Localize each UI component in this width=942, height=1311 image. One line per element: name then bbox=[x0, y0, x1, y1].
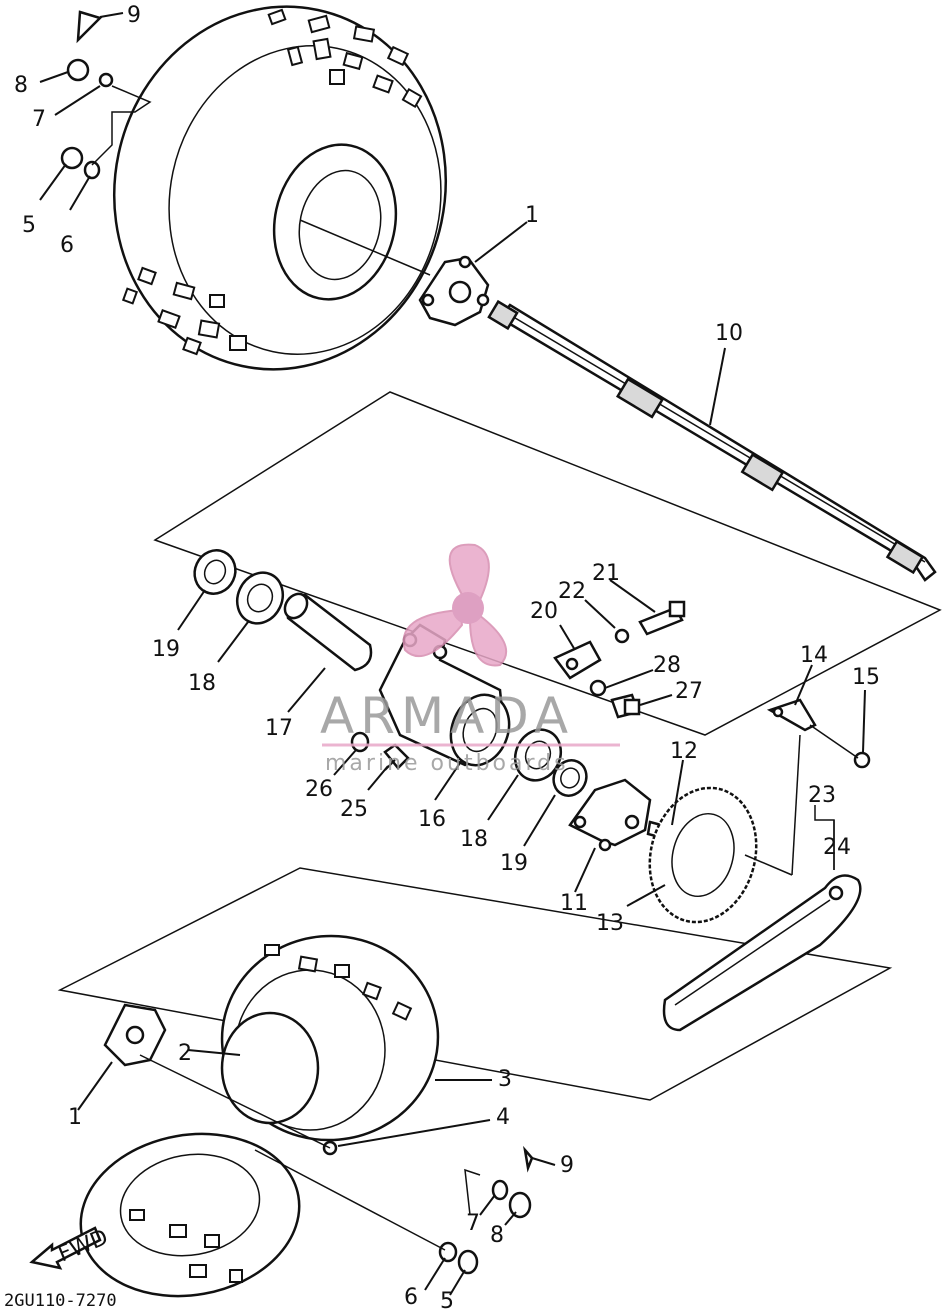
callout-label: 1 bbox=[68, 1105, 82, 1130]
nut-5-lower bbox=[457, 1249, 479, 1275]
washer-6-upper bbox=[83, 160, 101, 180]
washer-7-lower bbox=[491, 1179, 509, 1201]
chain-guide-14 bbox=[766, 698, 817, 732]
callout-label: 5 bbox=[440, 1289, 454, 1311]
callout-label: 22 bbox=[558, 579, 586, 604]
drawing-code: 2GU110-7270 bbox=[4, 1291, 117, 1311]
cotter-pin-9-lower bbox=[523, 1145, 534, 1173]
callout-label: 19 bbox=[152, 637, 180, 662]
sprocket-13 bbox=[648, 786, 758, 924]
chain-23 bbox=[662, 874, 862, 1032]
seal-19-right bbox=[552, 759, 588, 797]
callout-label: 17 bbox=[265, 716, 293, 741]
bolt-21 bbox=[638, 600, 686, 636]
callout-label: 3 bbox=[498, 1067, 512, 1092]
callout-label: 10 bbox=[715, 321, 743, 346]
sprocket-hub-11 bbox=[568, 778, 652, 852]
nut-5-upper bbox=[60, 146, 84, 170]
caliper-bracket-20 bbox=[553, 640, 602, 680]
callout-label: 13 bbox=[596, 911, 624, 936]
nut-15 bbox=[853, 751, 871, 769]
callout-label: 24 bbox=[823, 835, 851, 860]
callout-label: 5 bbox=[22, 213, 36, 238]
callout-label: 2 bbox=[178, 1041, 192, 1066]
callout-label: 25 bbox=[340, 797, 368, 822]
watermark-tagline: marine outboards bbox=[325, 751, 569, 776]
wheel-hub-upper bbox=[418, 255, 490, 327]
callout-label: 11 bbox=[560, 891, 588, 916]
callout-label: 21 bbox=[592, 561, 620, 586]
nut-8-upper bbox=[66, 58, 90, 82]
clip-24 bbox=[828, 885, 844, 901]
tread-pattern-upper bbox=[121, 8, 423, 356]
callout-label: 7 bbox=[32, 107, 46, 132]
callout-label: 9 bbox=[127, 3, 141, 28]
washer-7-upper bbox=[98, 72, 114, 88]
cotter-pin-9-upper bbox=[76, 10, 103, 44]
callout-label: 23 bbox=[808, 783, 836, 808]
callout-label: 7 bbox=[466, 1211, 480, 1236]
callout-label: 1 bbox=[525, 203, 539, 228]
bearing-19-left bbox=[193, 549, 237, 595]
washer-28 bbox=[589, 679, 607, 697]
callout-labels: 9 8 7 5 6 1 10 19 18 17 26 25 16 18 19 2… bbox=[14, 3, 880, 1311]
bolt-27 bbox=[610, 693, 641, 719]
leader-lines bbox=[39, 12, 866, 1296]
propeller-logo bbox=[402, 543, 508, 667]
watermark-brand: ARMADA bbox=[320, 687, 574, 745]
callout-label: 12 bbox=[670, 739, 698, 764]
nut-8-lower bbox=[508, 1191, 532, 1219]
callout-label: 20 bbox=[530, 599, 558, 624]
washer-22 bbox=[614, 628, 630, 644]
rim-2 bbox=[220, 1011, 320, 1125]
callout-label: 6 bbox=[404, 1285, 418, 1310]
callout-label: 8 bbox=[14, 73, 28, 98]
callout-label: 4 bbox=[496, 1105, 510, 1130]
callout-label: 6 bbox=[60, 233, 74, 258]
tread-pattern-lower bbox=[129, 944, 413, 1283]
callout-label: 19 bbox=[500, 851, 528, 876]
rear-wheel-upper bbox=[112, 5, 448, 371]
callout-label: 15 bbox=[852, 665, 880, 690]
rear-axle bbox=[487, 299, 937, 582]
callout-label: 28 bbox=[653, 653, 681, 678]
washer-6-lower bbox=[438, 1241, 458, 1263]
callout-label: 27 bbox=[675, 679, 703, 704]
callout-label: 18 bbox=[188, 671, 216, 696]
callout-label: 16 bbox=[418, 807, 446, 832]
callout-label: 9 bbox=[560, 1153, 574, 1178]
wheel-half-inner bbox=[79, 1132, 301, 1298]
callout-label: 8 bbox=[490, 1223, 504, 1248]
wheel-hub-lower bbox=[103, 1003, 167, 1067]
callout-label: 26 bbox=[305, 777, 333, 802]
armada-watermark: ARMADA marine outboards bbox=[320, 543, 620, 776]
callout-label: 14 bbox=[800, 643, 828, 668]
bearing-18-left bbox=[235, 571, 285, 625]
bearing-housing-16 bbox=[378, 623, 511, 767]
assembly-outline-lower bbox=[57, 867, 893, 1101]
spacer-17 bbox=[283, 592, 373, 672]
callout-label: 18 bbox=[460, 827, 488, 852]
assembly-outline-middle bbox=[153, 391, 942, 736]
